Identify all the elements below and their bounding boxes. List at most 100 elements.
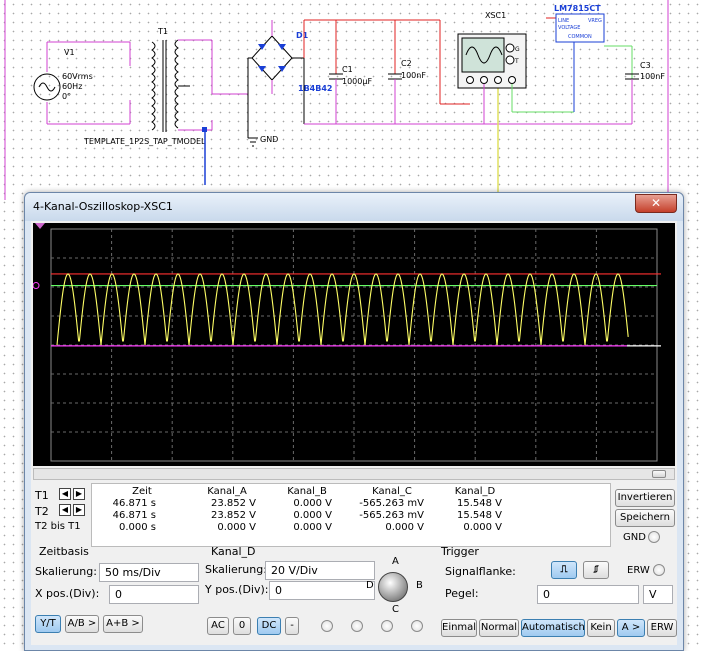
scrollbar-thumb[interactable]: [652, 470, 666, 478]
regulator-voltage: VOLTAGE: [558, 25, 580, 31]
source-phase: 0°: [62, 92, 71, 101]
source-name: V1: [64, 48, 75, 57]
trigger-source-a-button[interactable]: A >: [617, 619, 645, 637]
t2-zeit: 46.871 s: [112, 510, 156, 521]
t2-right-button[interactable]: ▶: [73, 504, 85, 516]
t2-kanal-c: -565.263 mV: [359, 510, 424, 521]
capacitor-c2-symbol[interactable]: [388, 20, 402, 124]
arrow-left-icon: ◀: [61, 505, 69, 514]
c3-value: 100nF: [640, 72, 665, 81]
ab-mode-button[interactable]: A/B >: [65, 615, 99, 633]
source-freq: 60Hz: [62, 82, 82, 91]
t1-zeit: 46.871 s: [112, 498, 156, 509]
capacitor-c3-symbol[interactable]: [625, 46, 639, 124]
falling-edge-button[interactable]: ⎎: [583, 561, 609, 579]
trigger-auto-button[interactable]: Automatisch: [521, 619, 585, 637]
ac-source-symbol[interactable]: [33, 41, 130, 125]
scope-pin-t: T: [514, 58, 519, 65]
yt-mode-button[interactable]: Y/T: [35, 615, 61, 633]
horizontal-scrollbar[interactable]: [33, 468, 675, 480]
close-icon: ✕: [650, 196, 662, 210]
trigger-level-unit[interactable]: V: [643, 585, 673, 604]
t1-kanal-c: -565.263 mV: [359, 498, 424, 509]
cursor-diff-label: T2 bis T1: [35, 521, 81, 532]
scope-screen-svg: [33, 223, 675, 466]
diff-kanal-b: 0.000 V: [293, 522, 332, 533]
arrow-right-icon: ▶: [75, 505, 83, 514]
gnd-terminal[interactable]: [648, 531, 660, 543]
channel-ypos-input[interactable]: 0: [269, 581, 375, 600]
window-title: 4-Kanal-Oszilloskop-XSC1: [33, 200, 173, 213]
t2-kanal-b: 0.000 V: [293, 510, 332, 521]
trigger-erw-radio[interactable]: [653, 564, 665, 576]
trace-channel-b: [56, 273, 629, 346]
readout-header-kanal-b: Kanal_B: [287, 486, 327, 497]
t1-kanal-a: 23.852 V: [210, 498, 256, 509]
window-titlebar[interactable]: 4-Kanal-Oszilloskop-XSC1 ✕: [25, 193, 683, 221]
transformer-symbol[interactable]: [129, 39, 212, 132]
knob-label-d: D: [366, 580, 374, 591]
aplusb-mode-button[interactable]: A+B >: [103, 615, 143, 633]
t2-left-button[interactable]: ◀: [59, 504, 71, 516]
regulator-common: COMMON: [568, 34, 592, 40]
t1-kanal-b: 0.000 V: [293, 498, 332, 509]
channel-radio-2[interactable]: [351, 620, 363, 632]
channel-scale-label: Skalierung:: [205, 563, 267, 576]
source-vrms: 60Vrms: [62, 72, 93, 81]
trigger-none-button[interactable]: Kein: [587, 619, 615, 637]
table-row: 0.000 s 0.000 V 0.000 V 0.000 V 0.000 V: [92, 522, 612, 534]
bridge-rectifier-symbol[interactable]: [211, 20, 304, 138]
c1-name: C1: [342, 65, 353, 74]
dc-coupling-button[interactable]: DC: [257, 617, 281, 635]
scope-xsc1-symbol[interactable]: [457, 33, 527, 89]
c3-name: C3: [640, 61, 651, 70]
oscilloscope-window[interactable]: 4-Kanal-Oszilloskop-XSC1 ✕ T1 ◀ ▶ T2 ◀ ▶: [24, 192, 684, 651]
t1-kanal-d: 15.548 V: [456, 498, 502, 509]
readout-header-kanal-a: Kanal_A: [207, 486, 247, 497]
trigger-single-button[interactable]: Einmal: [441, 619, 477, 637]
bridge-model: 1B4B42: [298, 84, 332, 93]
measurement-readout: Zeit Kanal_A Kanal_B Kanal_C Kanal_D 46.…: [91, 483, 611, 547]
red-supply-rail: [303, 19, 470, 124]
channel-radio-4[interactable]: [411, 620, 423, 632]
minus-button[interactable]: -: [285, 617, 299, 635]
readout-header-kanal-d: Kanal_D: [454, 486, 496, 497]
trigger-level-input[interactable]: 0: [537, 585, 639, 604]
channel-ypos-label: Y pos.(Div):: [205, 583, 269, 596]
knob-label-a: A: [392, 556, 399, 567]
channel-selector-knob[interactable]: [378, 572, 408, 602]
channel-radio-3[interactable]: [381, 620, 393, 632]
rising-edge-button[interactable]: ⎍: [551, 561, 577, 579]
diff-kanal-a: 0.000 V: [217, 522, 256, 533]
trigger-erw-button[interactable]: ERW: [647, 619, 677, 637]
ac-coupling-button[interactable]: AC: [207, 617, 229, 635]
timebase-scale-input[interactable]: 50 ms/Div: [99, 563, 199, 582]
scope-display[interactable]: [33, 223, 675, 466]
readout-header-row: Zeit Kanal_A Kanal_B Kanal_C Kanal_D: [92, 486, 612, 498]
c2-value: 100nF: [401, 71, 426, 80]
channel-scale-input[interactable]: 20 V/Div: [265, 561, 375, 580]
zeitbasis-xpos-label: X pos.(Div):: [35, 587, 100, 600]
timebase-xpos-input[interactable]: 0: [109, 585, 199, 604]
trigger-title: Trigger: [441, 545, 479, 558]
regulator-line: LINE: [558, 18, 569, 24]
table-row: 46.871 s 23.852 V 0.000 V -565.263 mV 15…: [92, 498, 612, 510]
bridge-name: D1: [296, 31, 309, 40]
zeitbasis-title: Zeitbasis: [39, 545, 89, 558]
regulator-name: LM7815CT: [554, 4, 601, 13]
trigger-normal-button[interactable]: Normal: [479, 619, 519, 637]
invert-button[interactable]: Invertieren: [615, 489, 675, 507]
zero-coupling-button[interactable]: 0: [233, 617, 251, 635]
zeitbasis-group: Zeitbasis Skalierung: 50 ms/Div X pos.(D…: [31, 541, 207, 645]
falling-edge-icon: ⎎: [593, 564, 599, 575]
ground-symbol: [248, 137, 258, 147]
save-button[interactable]: Speichern: [615, 509, 675, 527]
close-button[interactable]: ✕: [635, 194, 677, 213]
channel-radio-1[interactable]: [321, 620, 333, 632]
cursor-labels: T1 ◀ ▶ T2 ◀ ▶ T2 bis T1: [35, 487, 95, 535]
t1-right-button[interactable]: ▶: [73, 488, 85, 500]
zeitbasis-scale-label: Skalierung:: [35, 565, 97, 578]
t1-left-button[interactable]: ◀: [59, 488, 71, 500]
regulator-lm7815-symbol[interactable]: [555, 13, 605, 43]
capacitor-c1-symbol[interactable]: [329, 20, 343, 124]
